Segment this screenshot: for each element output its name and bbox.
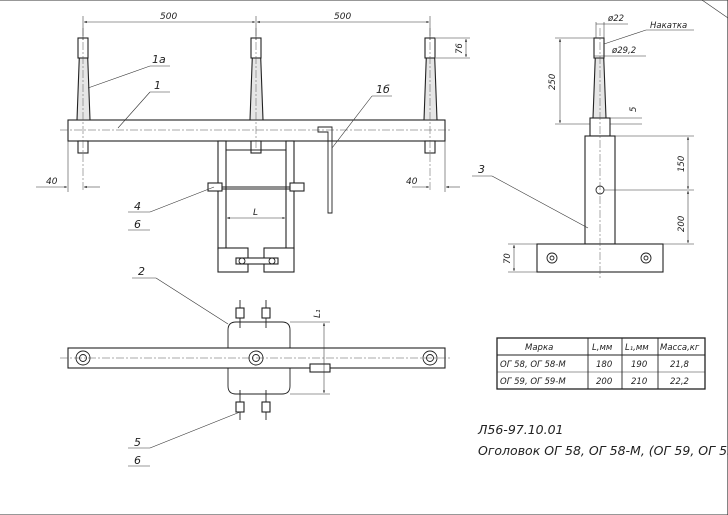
svg-text:1а: 1а <box>152 53 166 66</box>
dim-250: 250 <box>548 37 594 125</box>
dim-40-left: 40 <box>36 141 100 192</box>
callout-5-6-bottom: 5 6 <box>128 411 241 467</box>
dim-500-left: 500 <box>160 12 177 22</box>
table-cell: 190 <box>631 360 647 370</box>
u-bolt-lower <box>227 368 291 395</box>
crossbar <box>67 119 446 142</box>
svg-text:1: 1 <box>154 79 161 92</box>
svg-text:250: 250 <box>548 74 558 90</box>
svg-text:ø22: ø22 <box>607 14 624 24</box>
svg-text:5: 5 <box>134 436 141 449</box>
callout-2: 2 <box>132 265 229 325</box>
dim-l-text: L <box>253 208 258 218</box>
dim-dia22: ø22 <box>595 14 628 38</box>
dim-span-top: 500 500 <box>82 12 431 40</box>
front-view: 500 500 76 40 40 L <box>36 12 470 273</box>
u-bolt-upper <box>227 321 291 348</box>
svg-text:6: 6 <box>134 454 141 467</box>
clamp-body <box>207 140 305 273</box>
table-header-mass: Масса,кг <box>660 343 700 353</box>
dim-l: L <box>227 208 285 220</box>
dim-200: 200 <box>663 191 694 245</box>
side-view: ø22 Накатка ø29,2 250 5 <box>472 14 694 280</box>
table-cell: ОГ 58, ОГ 58-М <box>500 360 566 370</box>
svg-text:150: 150 <box>677 156 687 172</box>
svg-text:4: 4 <box>134 200 141 213</box>
dim-76-text: 76 <box>455 43 465 54</box>
dim-dia29: ø29,2 <box>594 46 646 57</box>
drawing-code: Л56-97.10.01 <box>477 422 563 437</box>
drawing-title: Оголовок ОГ 58, ОГ 58-М, (ОГ 59, ОГ 59-М… <box>478 443 728 458</box>
table-cell: 200 <box>596 377 612 387</box>
svg-text:Накатка: Накатка <box>650 21 687 31</box>
table-cell: ОГ 59, ОГ 59-М <box>500 377 566 387</box>
dim-40-right-text: 40 <box>406 177 418 187</box>
dim-76: 76 <box>436 37 470 59</box>
bracket-1b <box>317 126 333 214</box>
callout-1: 1 <box>117 79 170 129</box>
clamp-bolts-lower <box>235 390 271 420</box>
dim-150: 150 <box>604 135 694 191</box>
pin-holes <box>75 350 438 366</box>
svg-text:2: 2 <box>138 265 145 278</box>
svg-text:6: 6 <box>134 218 141 231</box>
svg-text:1б: 1б <box>376 83 390 96</box>
dim-40-right: 40 <box>406 141 460 192</box>
dim-l1: L₁ <box>290 309 330 395</box>
top-view: L₁ 2 5 6 <box>60 265 452 467</box>
clamp-bolts-upper <box>235 300 271 328</box>
title-block: Л56-97.10.01 Оголовок ОГ 58, ОГ 58-М, (О… <box>477 422 728 458</box>
bracket-top <box>309 363 331 373</box>
callout-4-6-top: 4 6 <box>128 186 215 231</box>
table-cell: 22,2 <box>670 377 689 387</box>
spec-table: Марка L,мм L₁,мм Масса,кг ОГ 58, ОГ 58-М… <box>496 337 706 390</box>
dim-40-left-text: 40 <box>46 177 58 187</box>
table-header-l: L,мм <box>592 343 613 353</box>
dim-5: 5 <box>610 107 642 125</box>
dim-500-right: 500 <box>334 12 351 22</box>
svg-text:5: 5 <box>629 107 639 112</box>
dim-l1-text: L₁ <box>313 309 323 318</box>
callout-3: 3 <box>472 163 589 229</box>
table-cell: 21,8 <box>670 360 690 370</box>
svg-text:70: 70 <box>503 253 513 264</box>
table-cell: 210 <box>631 377 647 387</box>
svg-text:ø29,2: ø29,2 <box>611 46 636 56</box>
table-cell: 180 <box>596 360 612 370</box>
table-header-l1: L₁,мм <box>625 343 649 353</box>
callout-1a: 1а <box>87 53 170 89</box>
svg-text:3: 3 <box>478 163 485 176</box>
callout-1b: 1б <box>331 83 392 149</box>
dim-70: 70 <box>503 243 537 273</box>
svg-text:200: 200 <box>677 216 687 232</box>
knurl-note: Накатка <box>603 21 694 45</box>
table-header-mark: Марка <box>525 343 553 353</box>
